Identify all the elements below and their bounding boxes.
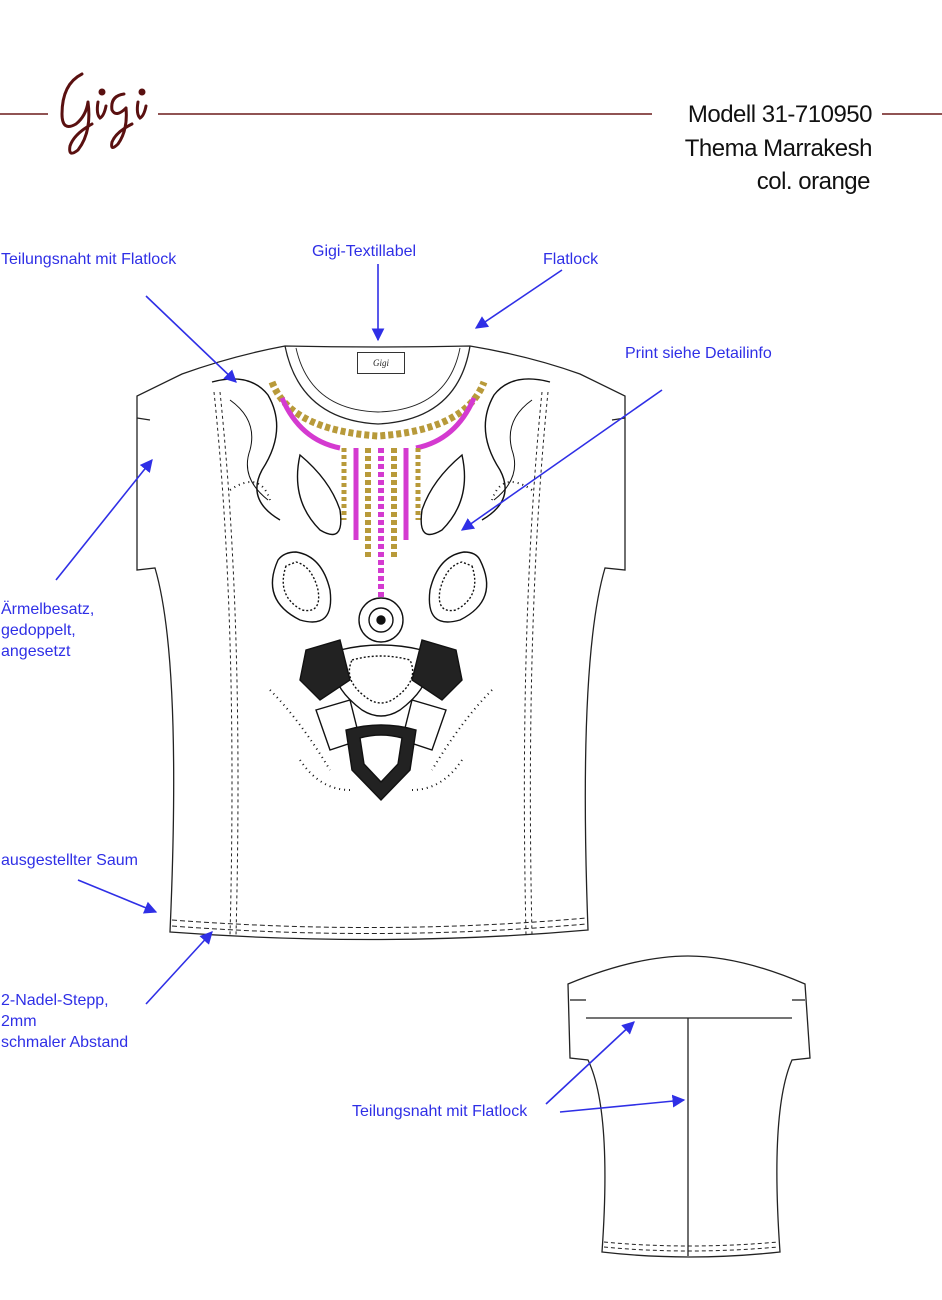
front-shirt [136,345,626,941]
neckline-beads [268,380,488,600]
annotation-flatlock: Flatlock [543,251,599,268]
annotation-seam-flatlock: Teilungsnaht mit Flatlock [1,251,177,268]
annotation-stitch: 2-Nadel-Stepp, 2mm schmaler Abstand [1,990,128,1053]
sleeve-trim-line-3: angesetzt [1,643,71,660]
sleeve-trim-line-1: Ärmelbesatz, [1,601,95,618]
textile-label-tag: Gigi [357,352,405,374]
stitch-line-2: 2mm [1,1013,37,1030]
annotation-sleeve-trim: Ärmelbesatz, gedoppelt, angesetzt [1,599,94,662]
stitch-line-1: 2-Nadel-Stepp, [1,992,109,1009]
front-print-motif [211,378,551,802]
arrow-hem [77,879,158,914]
arrow-back-seam-yoke [545,1021,635,1105]
annotation-textile-label: Gigi-Textillabel [312,243,417,260]
annotation-back-seam-flatlock: Teilungsnaht mit Flatlock [352,1103,528,1120]
back-shirt [567,955,811,1258]
stitch-line-3: schmaler Abstand [1,1034,129,1051]
arrow-print-info [460,389,663,531]
model-number: Modell 31-710950 [687,101,873,128]
color-name: col. orange [756,168,871,195]
arrow-sleeve-trim [55,459,153,581]
arrow-stitch [145,931,213,1005]
annotation-hem: ausgestellter Saum [1,852,138,869]
annotation-print-info: Print siehe Detailinfo [625,345,772,362]
arrow-back-seam-center [559,1094,686,1113]
theme-name: Thema Marrakesh [684,135,873,162]
arrow-seam-flatlock [145,295,237,383]
brand-logo [60,72,148,155]
annotation-arrows [55,264,686,1113]
sleeve-trim-line-2: gedoppelt, [1,622,76,639]
arrow-flatlock [474,269,563,329]
